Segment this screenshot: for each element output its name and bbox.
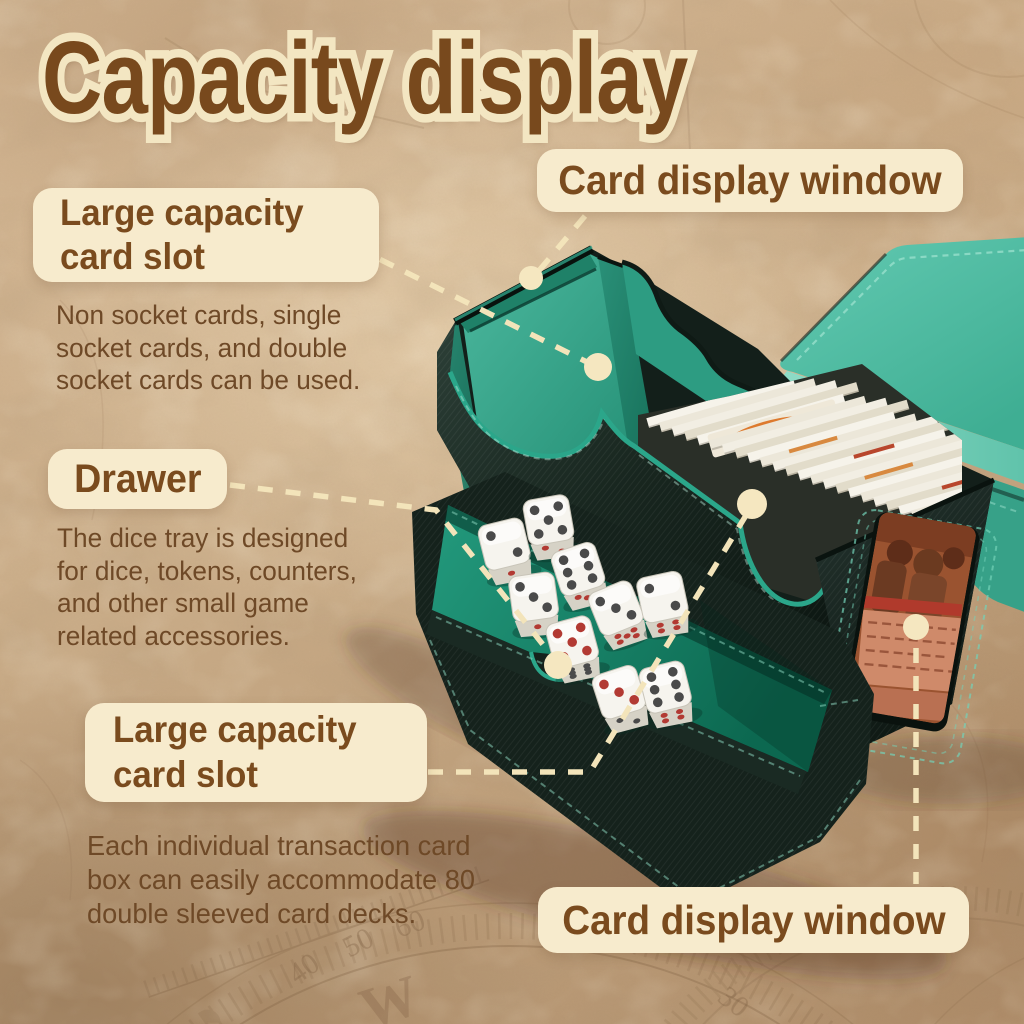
die: [588, 580, 657, 652]
card-edge: [873, 450, 962, 508]
window-outer-stitching: [821, 509, 998, 765]
card-edge: [658, 378, 817, 433]
card-edge: [847, 446, 962, 499]
card-edge: [797, 429, 947, 482]
callout-label: Large capacity card slot: [113, 709, 357, 795]
card-edge: [910, 466, 962, 521]
die: [550, 542, 617, 613]
sleeved-card-stack: [638, 364, 962, 648]
callout-anchor-dots: [519, 266, 929, 679]
callout-label: Card display window: [558, 157, 942, 203]
deck-box-body: [437, 249, 994, 750]
lid-inner-lining: [878, 440, 1024, 612]
deck-box-lid: [777, 237, 1024, 612]
callout-label: Drawer: [73, 456, 202, 501]
die: [508, 571, 568, 640]
drawer-felt: [432, 505, 832, 772]
connector-slot-bottom: [400, 510, 751, 775]
card-edge: [759, 413, 918, 468]
lid-stitching: [796, 249, 1024, 361]
card-edge: [835, 434, 962, 495]
die: [545, 615, 610, 685]
page-title-text: Capacity display: [42, 20, 688, 135]
callout-description-drawer: The dice tray is designed for dice, toke…: [57, 523, 357, 651]
card-display-window-face: [814, 477, 998, 765]
callout-card-display-window-bottom: Card display window: [538, 887, 969, 953]
card-edge: [671, 380, 838, 438]
callout-description-slot-bottom: Each individual transaction card box can…: [87, 830, 475, 929]
die: [638, 660, 703, 730]
card-edge: [684, 382, 860, 442]
card-edge: [772, 415, 939, 473]
compass-number: 30: [712, 980, 756, 1024]
card-edge: [734, 399, 910, 460]
callout-label: Large capacity card slot: [60, 191, 304, 277]
card-edge: [860, 448, 962, 504]
right-slot-back-wall: [621, 259, 776, 448]
displayed-trading-card: [846, 510, 978, 725]
wall-stitching: [455, 385, 781, 605]
card-edge: [709, 395, 868, 451]
connector-window-top: [529, 214, 588, 281]
callout-drawer: Drawer: [48, 449, 227, 509]
callout-large-capacity-card-slot-top: Large capacity card slot: [33, 188, 379, 282]
compass-number: 40: [282, 946, 326, 990]
card-edge: [936, 470, 962, 530]
die: [591, 665, 658, 736]
page-title-outline: Capacity display: [35, 11, 695, 143]
card-edge: [784, 417, 960, 477]
die: [477, 517, 542, 587]
callout-large-capacity-card-slot-bottom: Large capacity card slot: [85, 703, 427, 802]
box-front-wall: [437, 322, 838, 694]
card-edge: [696, 393, 846, 458]
card-edge: [646, 376, 796, 429]
callout-label: Card display window: [561, 896, 946, 943]
die: [636, 570, 699, 640]
die: [522, 494, 584, 563]
card-edge: [721, 397, 889, 455]
card-edge: [923, 468, 962, 526]
card-edge: [885, 452, 962, 512]
card-edge: [810, 431, 962, 486]
callout-description-slot-top: Non socket cards, single socket cards, a…: [56, 300, 361, 396]
drawer-notch: [529, 651, 590, 683]
card-edge: [747, 411, 897, 464]
card-edge: [898, 464, 962, 517]
dice-set: [477, 494, 703, 736]
empty-card-slot: [439, 245, 660, 558]
callout-card-display-window-top: Card display window: [537, 149, 963, 212]
notch-teal-piping: [447, 371, 833, 607]
slot-divider: [598, 257, 660, 490]
page-title: Capacity display Capacity display: [35, 11, 695, 143]
card-edge: [822, 432, 962, 490]
compass-letter-w: W: [352, 962, 427, 1024]
